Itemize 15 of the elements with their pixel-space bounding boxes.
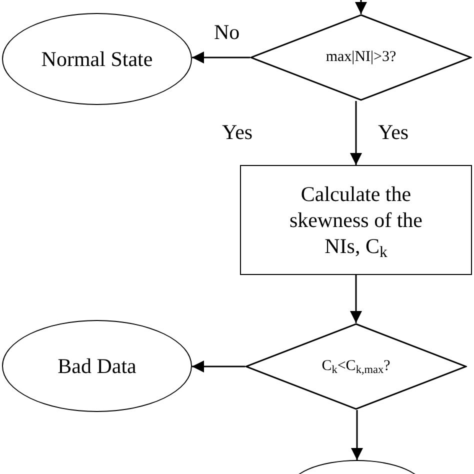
- node-text: max|NI|>3?: [326, 48, 396, 67]
- branch-label: Yes: [222, 122, 253, 143]
- arrow: [192, 52, 250, 64]
- node-text: Bad Data: [58, 352, 136, 380]
- arrow: [350, 275, 362, 323]
- arrow: [192, 360, 245, 372]
- arrow: [350, 101, 362, 165]
- process-box: [240, 165, 472, 275]
- arrow: [355, 0, 367, 14]
- node-text: Calculate the skewness of the NIs, C$_{k}$: [288, 180, 424, 260]
- arrow: [351, 410, 363, 460]
- node-text: Normal State: [41, 46, 153, 72]
- decision-diamond: [245, 323, 467, 410]
- node-text: C$_{k}$<C$_{k,max}$?: [322, 357, 390, 376]
- decision-diamond: [250, 14, 472, 101]
